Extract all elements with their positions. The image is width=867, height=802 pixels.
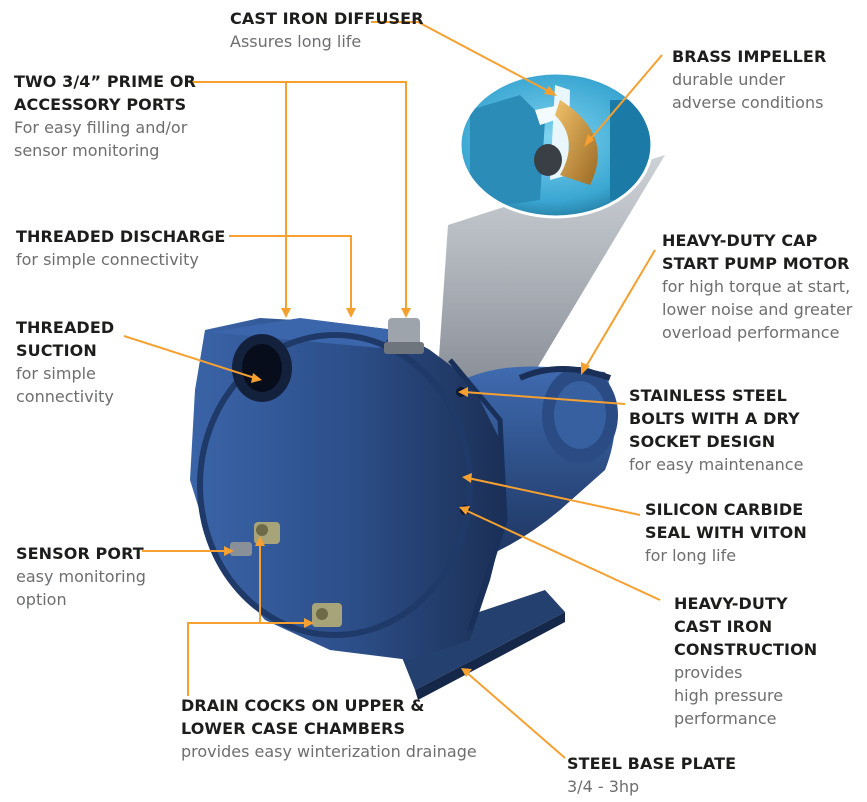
callout-title: CAST IRON DIFFUSER — [230, 9, 424, 28]
callout-description: provides high pressure performance — [674, 663, 784, 728]
leader-steel-base-plate — [465, 671, 566, 759]
callout-description: Assures long life — [230, 32, 362, 51]
callout-description: 3/4 - 3hp — [567, 777, 640, 796]
callout-silicon-carbide-seal: SILICON CARBIDE SEAL WITH VITON for long… — [645, 498, 807, 567]
callout-description: provides easy winterization drainage — [181, 742, 477, 761]
callout-cast-iron-construction: HEAVY-DUTY CAST IRON CONSTRUCTION provid… — [674, 592, 817, 730]
leader-lines — [123, 21, 663, 759]
base-plate — [395, 590, 565, 690]
pump-volute — [190, 318, 505, 660]
impeller-inset — [460, 73, 652, 217]
callout-description: for high torque at start, lower noise an… — [662, 277, 853, 342]
leader-brass-impeller — [587, 54, 663, 143]
drain-cock-lower — [312, 603, 342, 627]
callout-title: SENSOR PORT — [16, 544, 144, 563]
callout-title: STAINLESS STEEL BOLTS WITH A DRY SOCKET … — [629, 386, 800, 451]
leader-silicon-carbide-seal — [467, 477, 641, 516]
callout-title: DRAIN COCKS ON UPPER & LOWER CASE CHAMBE… — [181, 696, 425, 738]
callout-title: THREADED DISCHARGE — [16, 227, 226, 246]
callout-steel-base-plate: STEEL BASE PLATE 3/4 - 3hp — [567, 752, 736, 798]
callout-threaded-suction: THREADED SUCTION for simple connectivity — [16, 316, 114, 408]
leader-arrowheads — [224, 86, 594, 677]
callout-cap-start-motor: HEAVY-DUTY CAP START PUMP MOTOR for high… — [662, 229, 852, 344]
callout-title: BRASS IMPELLER — [672, 47, 827, 66]
callout-drain-cocks: DRAIN COCKS ON UPPER & LOWER CASE CHAMBE… — [181, 694, 477, 763]
callout-sensor-port: SENSOR PORT easy monitoring option — [16, 542, 146, 611]
callout-title: STEEL BASE PLATE — [567, 754, 737, 773]
callout-threaded-discharge: THREADED DISCHARGE for simple connectivi… — [16, 225, 225, 271]
callout-prime-ports: TWO 3/4” PRIME OR ACCESSORY PORTS For ea… — [14, 70, 196, 162]
leader-cast-iron-construction — [464, 509, 661, 601]
callout-description: For easy filling and/or sensor monitorin… — [14, 118, 188, 160]
prime-port-fitting — [388, 318, 420, 348]
callout-title: HEAVY-DUTY CAST IRON CONSTRUCTION — [674, 594, 818, 659]
leader-cap-start-motor — [583, 249, 656, 371]
leader-prime-ports — [190, 81, 407, 312]
callout-description: for easy maintenance — [629, 455, 804, 474]
callout-title: SILICON CARBIDE SEAL WITH VITON — [645, 500, 807, 542]
callout-cast-iron-diffuser: CAST IRON DIFFUSER Assures long life — [230, 7, 424, 53]
callout-description: durable under adverse conditions — [672, 70, 824, 112]
callout-stainless-bolts: STAINLESS STEEL BOLTS WITH A DRY SOCKET … — [629, 384, 803, 476]
leader-cast-iron-diffuser — [371, 21, 551, 93]
callout-description: for simple connectivity — [16, 250, 199, 269]
callout-description: for simple connectivity — [16, 364, 114, 406]
brass-impeller-part — [555, 100, 598, 185]
leader-drain-cocks — [187, 622, 308, 696]
callout-description: for long life — [645, 546, 737, 565]
leader-threaded-discharge — [229, 235, 352, 312]
callout-brass-impeller: BRASS IMPELLER durable under adverse con… — [672, 45, 826, 114]
callout-description: easy monitoring option — [16, 567, 146, 609]
sensor-port-fitting — [230, 542, 252, 556]
leader-threaded-suction — [123, 335, 256, 379]
callout-title: HEAVY-DUTY CAP START PUMP MOTOR — [662, 231, 850, 273]
callout-title: THREADED SUCTION — [16, 318, 115, 360]
leader-stainless-bolts — [463, 391, 626, 405]
callout-title: TWO 3/4” PRIME OR ACCESSORY PORTS — [14, 72, 196, 114]
